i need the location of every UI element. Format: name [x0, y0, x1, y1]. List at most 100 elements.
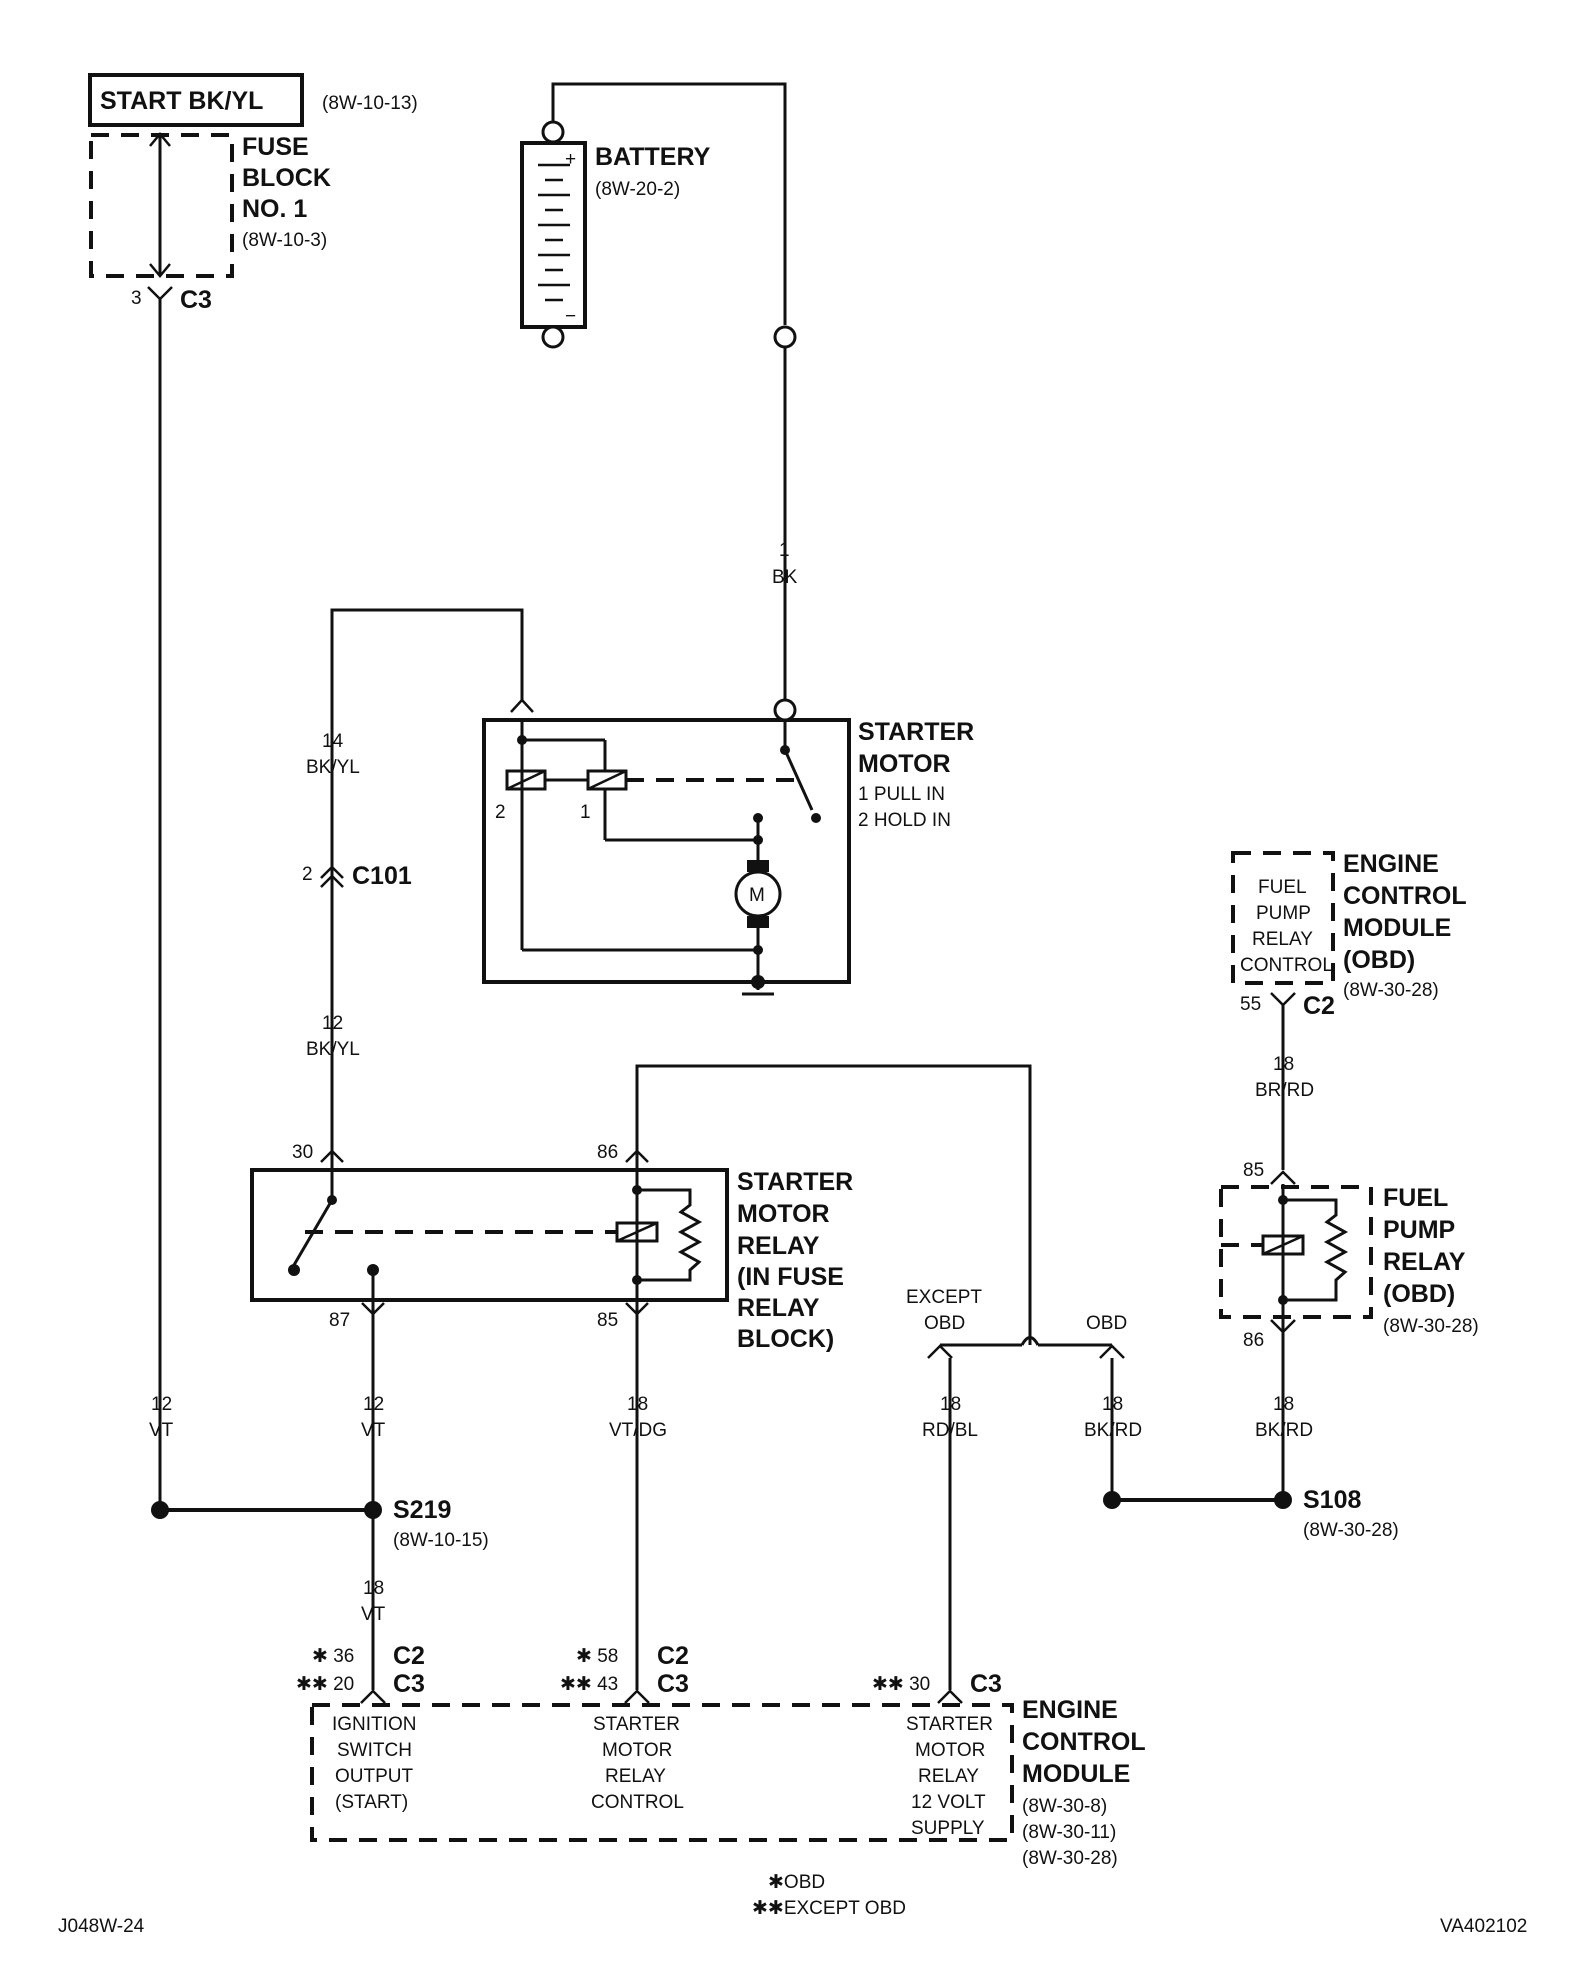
start-bkyl-ref: (8W-10-13) [322, 93, 418, 114]
c101-conn: C101 [352, 862, 412, 890]
relay-pin-87: 87 [329, 1310, 350, 1331]
obd-label: OBD [1086, 1313, 1127, 1334]
relay-line5: RELAY [737, 1294, 820, 1322]
ecm-ign-line4: (START) [335, 1792, 408, 1813]
ecm-pin-b2: ✱✱ 43 [560, 1674, 618, 1695]
relay-line3: RELAY [737, 1232, 820, 1260]
wire-vtdg-gauge: 18 [627, 1394, 648, 1415]
ecm-pin-a1: ✱ 36 [312, 1646, 354, 1667]
ecm-bottom-box [310, 1703, 1014, 1842]
ecm-top-pin: 55 [1240, 994, 1261, 1015]
ecm-ign-line2: SWITCH [337, 1740, 412, 1761]
ecm-top-box [1231, 851, 1335, 985]
s219-group: S219 (8W-10-15) 18 VT [151, 1496, 489, 1690]
s108-group: S108 (8W-30-28) [1103, 1486, 1399, 1541]
s108-label: S108 [1303, 1486, 1361, 1514]
fuel-relay-box [1219, 1185, 1373, 1319]
wire-rdbl-gauge: 18 [940, 1394, 961, 1415]
wire-18vt-gauge: 18 [363, 1578, 384, 1599]
battery-ref: (8W-20-2) [595, 179, 680, 200]
wire-rdbl-color: RD/BL [922, 1420, 978, 1441]
wire-left-color: VT [149, 1420, 174, 1441]
wire-12-bkyl-gauge: 12 [322, 1013, 343, 1034]
ecm-top-pump: PUMP [1256, 903, 1311, 924]
battery-wire-color: BK [772, 567, 798, 588]
relay-pin-85: 85 [597, 1310, 618, 1331]
legend-except-obd: ✱✱EXCEPT OBD [752, 1898, 906, 1919]
ecm-bottom-ref2: (8W-30-11) [1022, 1822, 1116, 1843]
ecm-ign-line3: OUTPUT [335, 1766, 414, 1787]
ecm-sup-line5: SUPPLY [911, 1818, 985, 1839]
starter-relay-box [250, 1168, 729, 1302]
except-obd-line2: OBD [924, 1313, 965, 1334]
ecm-top-conn: C2 [1303, 992, 1335, 1020]
wire-bkrd1-color: BK/RD [1084, 1420, 1142, 1441]
fuse-pin: 3 [131, 288, 142, 309]
relay-line2: MOTOR [737, 1200, 830, 1228]
fuel-relay-line1: FUEL [1383, 1184, 1448, 1212]
ecm-pin-a2: ✱✱ 20 [296, 1674, 354, 1695]
ecm-conn-a1: C2 [393, 1642, 425, 1670]
relay-line6: BLOCK) [737, 1325, 834, 1353]
ecm-bottom-group: ✱ 36 C2 ✱✱ 20 C3 ✱ 58 C2 ✱✱ 43 C3 ✱✱ 30 … [296, 1642, 1146, 1869]
start-bkyl-box [88, 73, 304, 127]
starter-motor-box [482, 718, 851, 984]
c101-group: 14 BK/YL 2 C101 12 BK/YL [302, 700, 412, 1150]
battery-group: + − BATTERY (8W-20-2) 1 BK [520, 82, 798, 700]
fuel-relay-ref: (8W-30-28) [1383, 1316, 1479, 1337]
s219-label: S219 [393, 1496, 451, 1524]
wire-left-gauge: 12 [151, 1394, 172, 1415]
wire-18vt-color: VT [361, 1604, 386, 1625]
ecm-top-line1: ENGINE [1343, 850, 1439, 878]
ecm-sup-line1: STARTER [906, 1714, 993, 1735]
relay-line4: (IN FUSE [737, 1263, 844, 1291]
ecm-ign-line1: IGNITION [332, 1714, 416, 1735]
ecm-top-line4: (OBD) [1343, 946, 1415, 974]
ecm-smr-line2: MOTOR [602, 1740, 672, 1761]
fuel-relay-pin-85: 85 [1243, 1160, 1264, 1181]
fuse-block-group: START BK/YL (8W-10-13) FUSE BLOCK NO. 1 … [88, 73, 418, 314]
coil-hold-label: 2 [495, 802, 506, 823]
fuel-relay-line4: (OBD) [1383, 1280, 1455, 1308]
ecm-sup-line2: MOTOR [915, 1740, 985, 1761]
ecm-top-ref: (8W-30-28) [1343, 980, 1439, 1001]
relay-line1: STARTER [737, 1168, 853, 1196]
ecm-smr-line3: RELAY [605, 1766, 666, 1787]
ecm-smr-line1: STARTER [593, 1714, 680, 1735]
starter-motor-line3: 1 PULL IN [858, 784, 945, 805]
ecm-bottom-ref3: (8W-30-28) [1022, 1848, 1118, 1869]
ecm-top-relay: RELAY [1252, 929, 1313, 950]
ecm-pin-b1: ✱ 58 [576, 1646, 618, 1667]
fuse-conn: C3 [180, 286, 212, 314]
motor-symbol-label: M [749, 885, 765, 906]
fuse-block-ref: (8W-10-3) [242, 230, 327, 251]
wire-brrd-color: BR/RD [1255, 1080, 1314, 1101]
ecm-top-control: CONTROL [1240, 955, 1333, 976]
starter-motor-group: 2 1 M STARTER MOTOR 1 PULL IN 2 HOLD IN [330, 608, 974, 996]
ecm-smr-line4: CONTROL [591, 1792, 684, 1813]
obd-branch-group: EXCEPT OBD OBD 18 RD/BL 18 BK/RD [906, 1287, 1142, 1690]
except-obd-line1: EXCEPT [906, 1287, 982, 1308]
ecm-conn-b2: C3 [657, 1670, 689, 1698]
wire-87-color: VT [361, 1420, 386, 1441]
wire-bkrd2-color: BK/RD [1255, 1420, 1313, 1441]
battery-minus: − [565, 306, 576, 327]
wire-vtdg-color: VT/DG [609, 1420, 667, 1441]
ecm-top-group: FUEL PUMP RELAY CONTROL ENGINE CONTROL M… [1231, 850, 1467, 1170]
relay-pin-86: 86 [597, 1142, 618, 1163]
wire-brrd-gauge: 18 [1273, 1054, 1294, 1075]
fuel-relay-group: 85 86 FUEL PUMP RELAY (OBD) (8W-30-28) 1… [1219, 1160, 1479, 1500]
footer-right-code: VA402102 [1440, 1916, 1527, 1937]
wire-12-bkyl-color: BK/YL [306, 1039, 360, 1060]
battery-label: BATTERY [595, 143, 711, 171]
ecm-conn-c: C3 [970, 1670, 1002, 1698]
starter-relay-group: 30 87 86 85 STARTER MOTOR RELAY (IN FUSE… [250, 1064, 1032, 1353]
ecm-sup-line3: RELAY [918, 1766, 979, 1787]
starter-motor-line1: STARTER [858, 718, 974, 746]
ecm-pin-c: ✱✱ 30 [872, 1674, 930, 1695]
starter-motor-line4: 2 HOLD IN [858, 810, 951, 831]
wire-14-color: BK/YL [306, 757, 360, 778]
ecm-top-line3: MODULE [1343, 914, 1451, 942]
battery-plus: + [565, 149, 576, 170]
fuel-relay-line2: PUMP [1383, 1216, 1455, 1244]
